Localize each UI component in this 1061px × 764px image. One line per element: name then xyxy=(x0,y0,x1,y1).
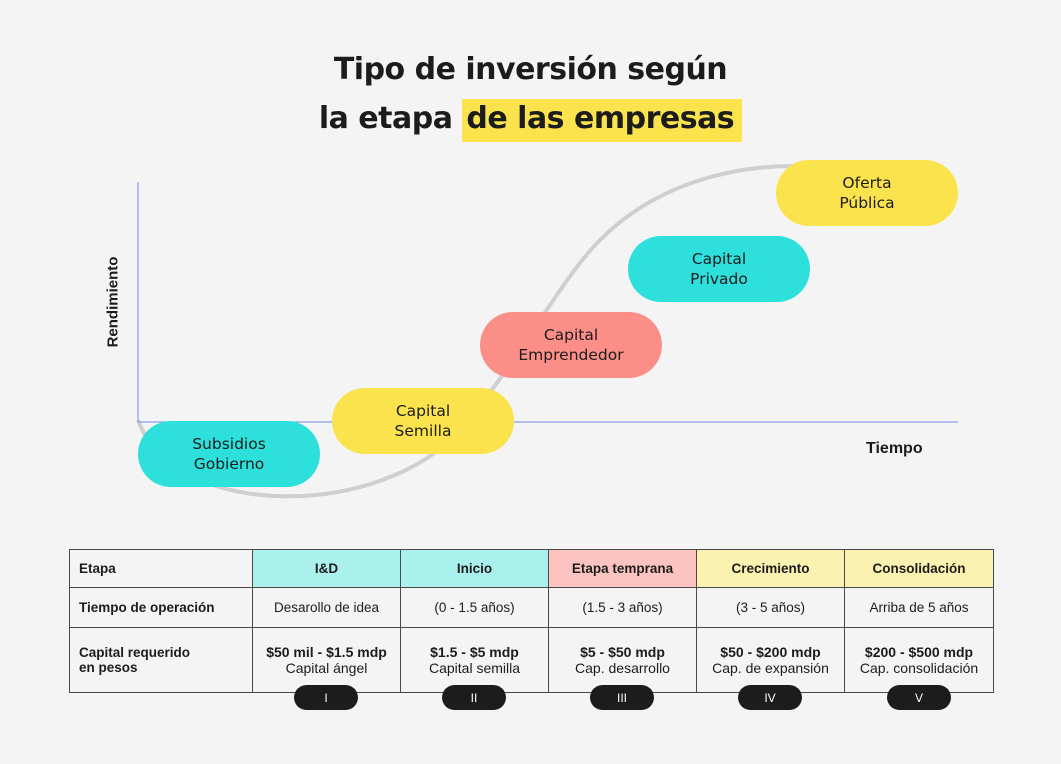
time-cell: Desarollo de idea xyxy=(252,587,401,628)
time-cell: Arriba de 5 años xyxy=(844,587,994,628)
stage-numeral-badge: III xyxy=(590,685,654,710)
pill-line-1: Oferta xyxy=(842,174,892,192)
stage-pill-subsidios: Subsidios Gobierno xyxy=(138,421,320,487)
title-plain: la etapa xyxy=(318,101,453,136)
pill-line-1: Capital xyxy=(543,326,599,344)
stage-numeral-badge: IV xyxy=(738,685,802,710)
capital-amount: $50 mil - $1.5 mdp xyxy=(266,644,387,660)
pill-line-2: Gobierno xyxy=(193,455,265,473)
pill-line-2: Emprendedor xyxy=(518,346,624,364)
time-cell: (3 - 5 años) xyxy=(696,587,845,628)
time-cell: (1.5 - 3 años) xyxy=(548,587,697,628)
row-label-stage: Etapa xyxy=(69,549,253,588)
stage-pill-capital-privado: Capital Privado xyxy=(628,236,810,302)
time-cell: (0 - 1.5 años) xyxy=(400,587,549,628)
stage-pill-oferta-publica: Oferta Pública xyxy=(776,160,958,226)
capital-amount: $1.5 - $5 mdp xyxy=(430,644,519,660)
pill-line-2: Privado xyxy=(690,270,748,288)
pill-line-2: Pública xyxy=(839,194,895,212)
capital-type: Capital ángel xyxy=(285,660,368,676)
stage-pill-capital-emprendedor: Capital Emprendedor xyxy=(480,312,662,378)
pill-line-1: Subsidios xyxy=(192,435,266,453)
title-line-2: la etapa de las empresas xyxy=(0,99,1061,142)
title-highlight: de las empresas xyxy=(462,99,743,142)
capital-amount: $200 - $500 mdp xyxy=(864,644,974,660)
stage-header: I&D xyxy=(252,549,401,588)
stage-header: Crecimiento xyxy=(696,549,845,588)
pill-line-1: Capital xyxy=(395,402,451,420)
stage-pill-capital-semilla: Capital Semilla xyxy=(332,388,514,454)
capital-type: Cap. desarrollo xyxy=(575,660,670,676)
capital-amount: $50 - $200 mdp xyxy=(720,644,821,660)
pill-line-1: Capital xyxy=(691,250,747,268)
stage-header: Inicio xyxy=(400,549,549,588)
stages-table: Etapa I&D Inicio Etapa temprana Crecimie… xyxy=(69,549,994,693)
table-row-time: Tiempo de operación Desarollo de idea (0… xyxy=(69,587,994,628)
stage-numeral-badge: V xyxy=(887,685,951,710)
row-label-capital-line-2: en pesos xyxy=(79,660,138,675)
title-line-1: Tipo de inversión según xyxy=(333,52,728,87)
row-label-time: Tiempo de operación xyxy=(69,587,253,628)
row-label-capital: Capital requerido en pesos xyxy=(69,627,253,693)
y-axis-label: Rendimiento xyxy=(104,256,122,348)
pill-line-2: Semilla xyxy=(394,422,452,440)
row-label-capital-line-1: Capital requerido xyxy=(79,645,191,660)
capital-type: Cap. de expansión xyxy=(712,660,829,676)
stage-numeral-badge: II xyxy=(442,685,506,710)
x-axis-label: Tiempo xyxy=(866,440,923,457)
capital-type: Capital semilla xyxy=(428,660,521,676)
stage-header: Consolidación xyxy=(844,549,994,588)
stage-numeral-badge: I xyxy=(294,685,358,710)
table-row-stage: Etapa I&D Inicio Etapa temprana Crecimie… xyxy=(69,549,994,588)
table-row-capital: Capital requerido en pesos $50 mil - $1.… xyxy=(69,627,994,693)
capital-amount: $5 - $50 mdp xyxy=(580,644,665,660)
stage-header: Etapa temprana xyxy=(548,549,697,588)
capital-type: Cap. consolidación xyxy=(859,660,979,676)
